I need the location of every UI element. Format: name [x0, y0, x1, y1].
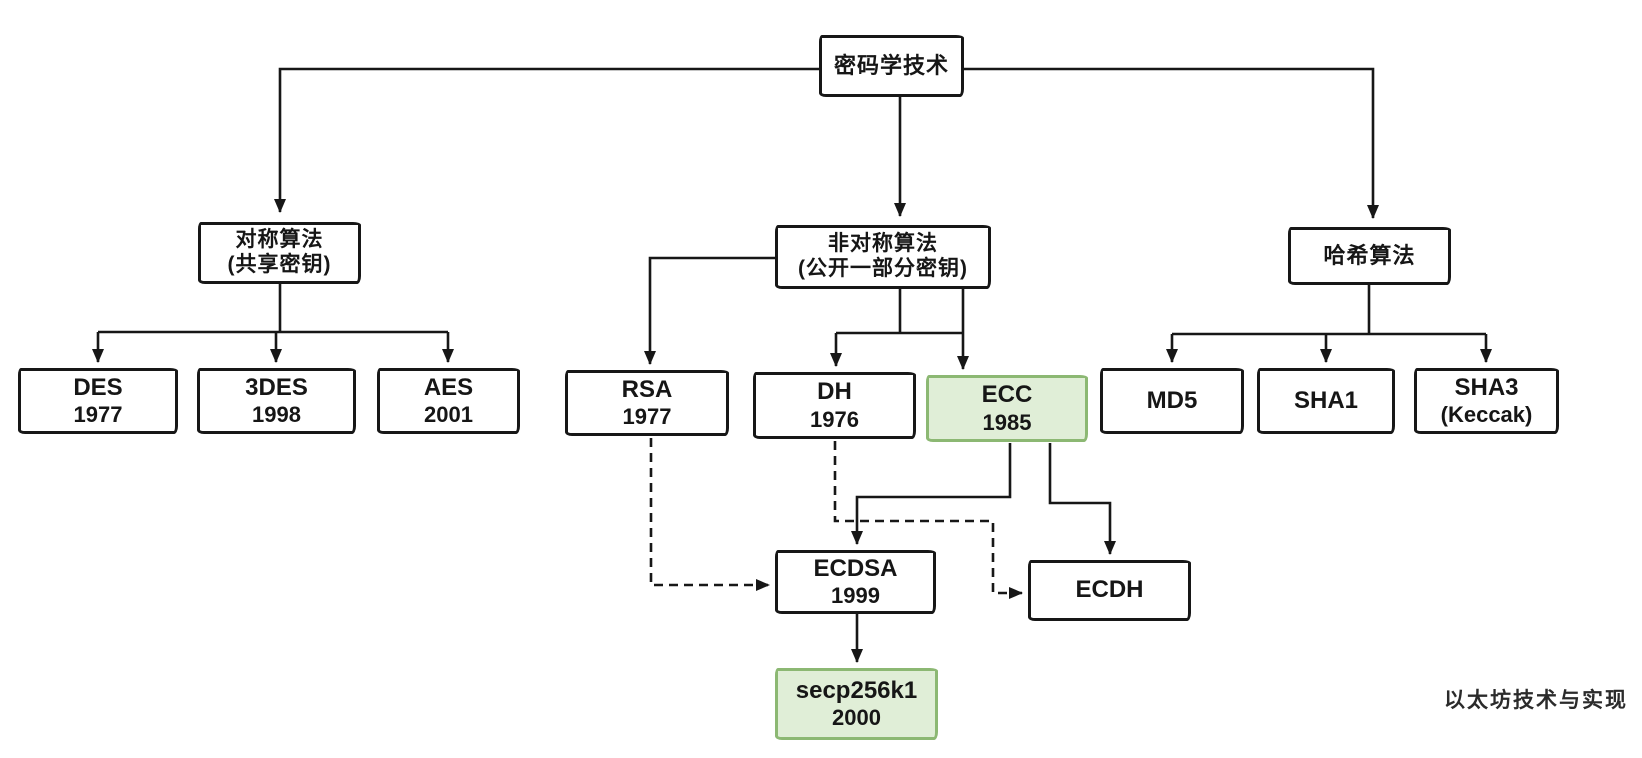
node-secp256k1: secp256k1 2000 — [775, 668, 938, 740]
node-3des-line1: 3DES — [245, 373, 308, 401]
node-aes: AES 2001 — [377, 368, 520, 434]
watermark-text: 以太坊技术与实现 — [1444, 687, 1628, 712]
node-rsa-line1: RSA — [621, 375, 673, 403]
node-sha1-label: SHA1 — [1293, 386, 1359, 414]
node-symmetric: 对称算法 (共享密钥) — [198, 222, 361, 284]
node-des-line2: 1977 — [73, 402, 123, 428]
node-ecdsa-line2: 1999 — [831, 583, 880, 609]
node-symmetric-line2: (共享密钥) — [227, 253, 332, 276]
node-dh-line1: DH — [817, 378, 852, 406]
node-rsa-line2: 1977 — [622, 404, 672, 430]
node-ecc-line2: 1985 — [982, 409, 1032, 435]
node-sha3: SHA3 (Keccak) — [1414, 368, 1559, 434]
node-secp256k1-line2: 2000 — [832, 705, 881, 731]
node-aes-line1: AES — [423, 373, 474, 401]
node-hash-label: 哈希算法 — [1323, 243, 1416, 269]
node-dh: DH 1976 — [753, 372, 916, 439]
node-ecc-line1: ECC — [981, 381, 1033, 409]
node-ecdsa-line1: ECDSA — [813, 554, 898, 582]
node-sha1: SHA1 — [1257, 368, 1395, 434]
node-aes-line2: 2001 — [424, 402, 473, 428]
node-sha3-line1: SHA3 — [1454, 373, 1519, 401]
node-ecc: ECC 1985 — [926, 375, 1088, 442]
node-3des-line2: 1998 — [252, 402, 301, 428]
node-rsa: RSA 1977 — [565, 370, 729, 436]
node-des-line1: DES — [73, 373, 123, 401]
node-sha3-line2: (Keccak) — [1440, 402, 1533, 428]
node-ecdsa: ECDSA 1999 — [775, 550, 936, 614]
node-crypto-label: 密码学技术 — [833, 53, 949, 79]
node-md5: MD5 — [1100, 368, 1244, 434]
node-crypto: 密码学技术 — [819, 35, 964, 97]
node-secp256k1-line1: secp256k1 — [795, 676, 918, 704]
node-des: DES 1977 — [18, 368, 178, 434]
node-hash: 哈希算法 — [1288, 227, 1451, 285]
node-ecdh: ECDH — [1028, 560, 1191, 621]
node-ecdh-label: ECDH — [1075, 576, 1144, 604]
node-dh-line2: 1976 — [810, 406, 859, 432]
node-symmetric-line1: 对称算法 — [235, 228, 324, 252]
node-3des: 3DES 1998 — [197, 368, 356, 434]
node-md5-label: MD5 — [1146, 386, 1198, 414]
node-asymmetric: 非对称算法 (公开一部分密钥) — [775, 225, 991, 289]
node-asymmetric-line2: (公开一部分密钥) — [798, 257, 968, 280]
node-asymmetric-line1: 非对称算法 — [828, 232, 938, 256]
